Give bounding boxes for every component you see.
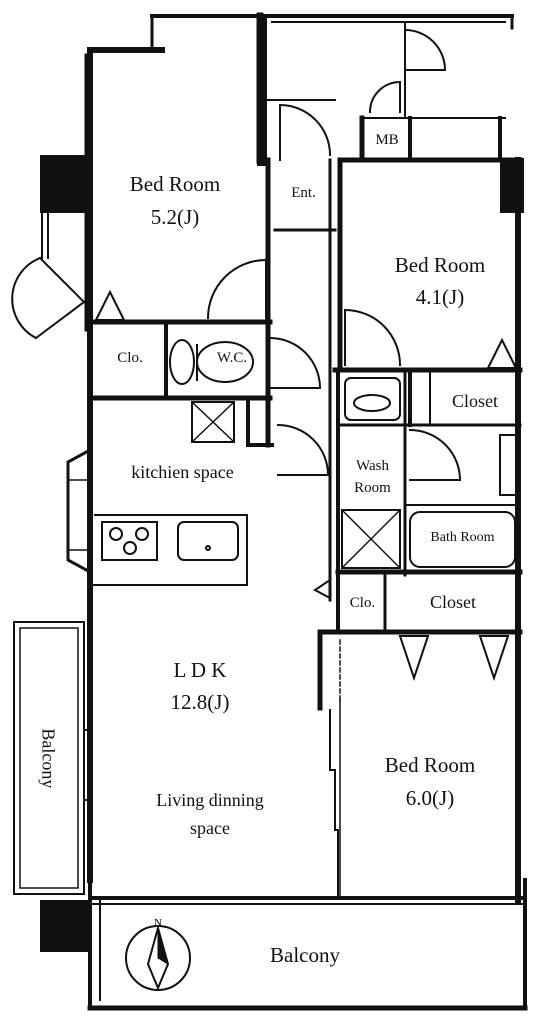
interior-walls: [87, 157, 523, 899]
kitchen-bay-window: [66, 447, 93, 575]
bedroom-1-size: 5.2(J): [150, 205, 200, 229]
left-balcony-outline: [13, 621, 91, 895]
toilet-label: W.C.: [216, 350, 248, 366]
wash-room-line1: Wash: [356, 458, 389, 474]
kitchen-fixtures: [101, 400, 239, 561]
top-wall: [150, 14, 514, 119]
balcony-left-label: Balcony: [38, 728, 59, 789]
closet-markers: [94, 289, 518, 682]
bedroom-3-name: Bed Room: [384, 753, 476, 777]
ldk-desc-line1: Living dinning: [156, 790, 264, 810]
balcony-bottom-label: Balcony: [270, 943, 340, 967]
ldk-name: L D K: [173, 658, 227, 682]
dark-wall-blocks: [40, 16, 524, 952]
closet-right-mid-label: Closet: [429, 592, 476, 612]
entrance-label: Ent.: [291, 185, 316, 201]
left-window-door: [11, 212, 86, 340]
ldk-desc-line2: space: [190, 818, 230, 838]
kitchen-label: kitchien space: [131, 462, 234, 482]
wash-room-line2: Room: [354, 480, 391, 496]
bedroom-2-name: Bed Room: [394, 253, 486, 277]
closet-small-1-label: Clo.: [117, 350, 143, 366]
bedroom-1-name: Bed Room: [129, 172, 221, 196]
ldk-size: 12.8(J): [170, 690, 230, 714]
closet-right-top-label: Closet: [451, 391, 498, 411]
bath-room-label: Bath Room: [430, 530, 495, 545]
entrance-doors: [278, 28, 447, 161]
compass-north-label: N: [154, 917, 162, 929]
bedroom-2-size: 4.1(J): [415, 285, 465, 309]
bedroom-3-size: 6.0(J): [405, 786, 455, 810]
toilet-fixture: [169, 339, 254, 385]
compass-icon: [125, 924, 191, 991]
closet-small-2-label: Clo.: [349, 595, 376, 611]
wash-room-fixtures: [340, 377, 519, 570]
bedroom-doors: [206, 258, 462, 600]
meter-box-label: MB: [375, 132, 399, 148]
